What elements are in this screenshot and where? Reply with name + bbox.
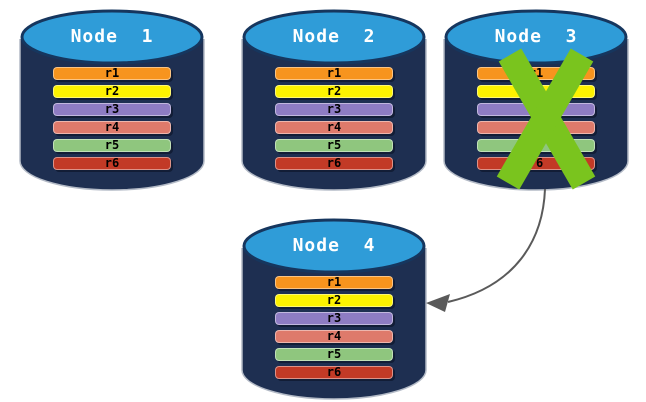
replica-label: r5 bbox=[104, 138, 120, 152]
arrow-head-icon bbox=[426, 294, 450, 312]
replica-bar-r1: r1 bbox=[275, 276, 393, 289]
node-4-label: Node 4 bbox=[292, 235, 376, 256]
replica-bar-r5: r5 bbox=[275, 139, 393, 152]
replica-bar-r2: r2 bbox=[275, 294, 393, 307]
replica-label: r3 bbox=[104, 102, 120, 116]
cylinder-top bbox=[242, 9, 426, 65]
replica-label: r5 bbox=[326, 138, 342, 152]
replica-bar-r1: r1 bbox=[275, 67, 393, 80]
replica-label: r2 bbox=[104, 84, 120, 98]
cylinder-top bbox=[242, 218, 426, 274]
replica-label: r6 bbox=[326, 156, 342, 170]
replica-label: r1 bbox=[326, 275, 342, 289]
arrow-curve bbox=[447, 188, 546, 303]
replica-bar-r4: r4 bbox=[53, 121, 171, 134]
replica-list: r1 r2 r3 r4 r5 r6 bbox=[275, 67, 393, 175]
replica-label: r4 bbox=[104, 120, 120, 134]
node-3-label: Node 3 bbox=[494, 26, 578, 47]
replica-label: r6 bbox=[104, 156, 120, 170]
cylinder-top bbox=[20, 9, 204, 65]
replica-label: r6 bbox=[326, 365, 342, 379]
node-1-cylinder: Node 1 r1 r2 r3 r4 r5 r6 bbox=[18, 7, 206, 193]
replica-bar-r5: r5 bbox=[275, 348, 393, 361]
replica-bar-r4: r4 bbox=[275, 121, 393, 134]
replica-bar-r3: r3 bbox=[275, 312, 393, 325]
node-2-cylinder: Node 2 r1 r2 r3 r4 r5 r6 bbox=[240, 7, 428, 193]
replica-bar-r3: r3 bbox=[275, 103, 393, 116]
replica-bar-r6: r6 bbox=[275, 366, 393, 379]
replica-bar-r3: r3 bbox=[53, 103, 171, 116]
replica-label: r1 bbox=[104, 66, 120, 80]
replica-list: r1 r2 r3 r4 r5 r6 bbox=[53, 67, 171, 175]
node-1-label: Node 1 bbox=[70, 26, 154, 47]
replica-bar-r2: r2 bbox=[275, 85, 393, 98]
node-2-label: Node 2 bbox=[292, 26, 376, 47]
replica-label: r4 bbox=[326, 120, 342, 134]
node-3-cylinder: Node 3 r1 r2 r3 r4 r5 r6 bbox=[442, 7, 630, 193]
replica-label: r4 bbox=[326, 329, 342, 343]
failure-x-icon bbox=[496, 48, 596, 190]
replica-label: r1 bbox=[326, 66, 342, 80]
node-4-cylinder: Node 4 r1 r2 r3 r4 r5 r6 bbox=[240, 216, 428, 402]
replica-label: r2 bbox=[326, 84, 342, 98]
replica-bar-r6: r6 bbox=[53, 157, 171, 170]
replica-bar-r4: r4 bbox=[275, 330, 393, 343]
replica-list: r1 r2 r3 r4 r5 r6 bbox=[275, 276, 393, 384]
replica-bar-r6: r6 bbox=[275, 157, 393, 170]
cylinder-top bbox=[444, 9, 628, 65]
replica-label: r3 bbox=[326, 311, 342, 325]
replica-bar-r5: r5 bbox=[53, 139, 171, 152]
replica-label: r2 bbox=[326, 293, 342, 307]
replica-bar-r1: r1 bbox=[53, 67, 171, 80]
replica-label: r5 bbox=[326, 347, 342, 361]
replica-label: r3 bbox=[326, 102, 342, 116]
replica-bar-r2: r2 bbox=[53, 85, 171, 98]
